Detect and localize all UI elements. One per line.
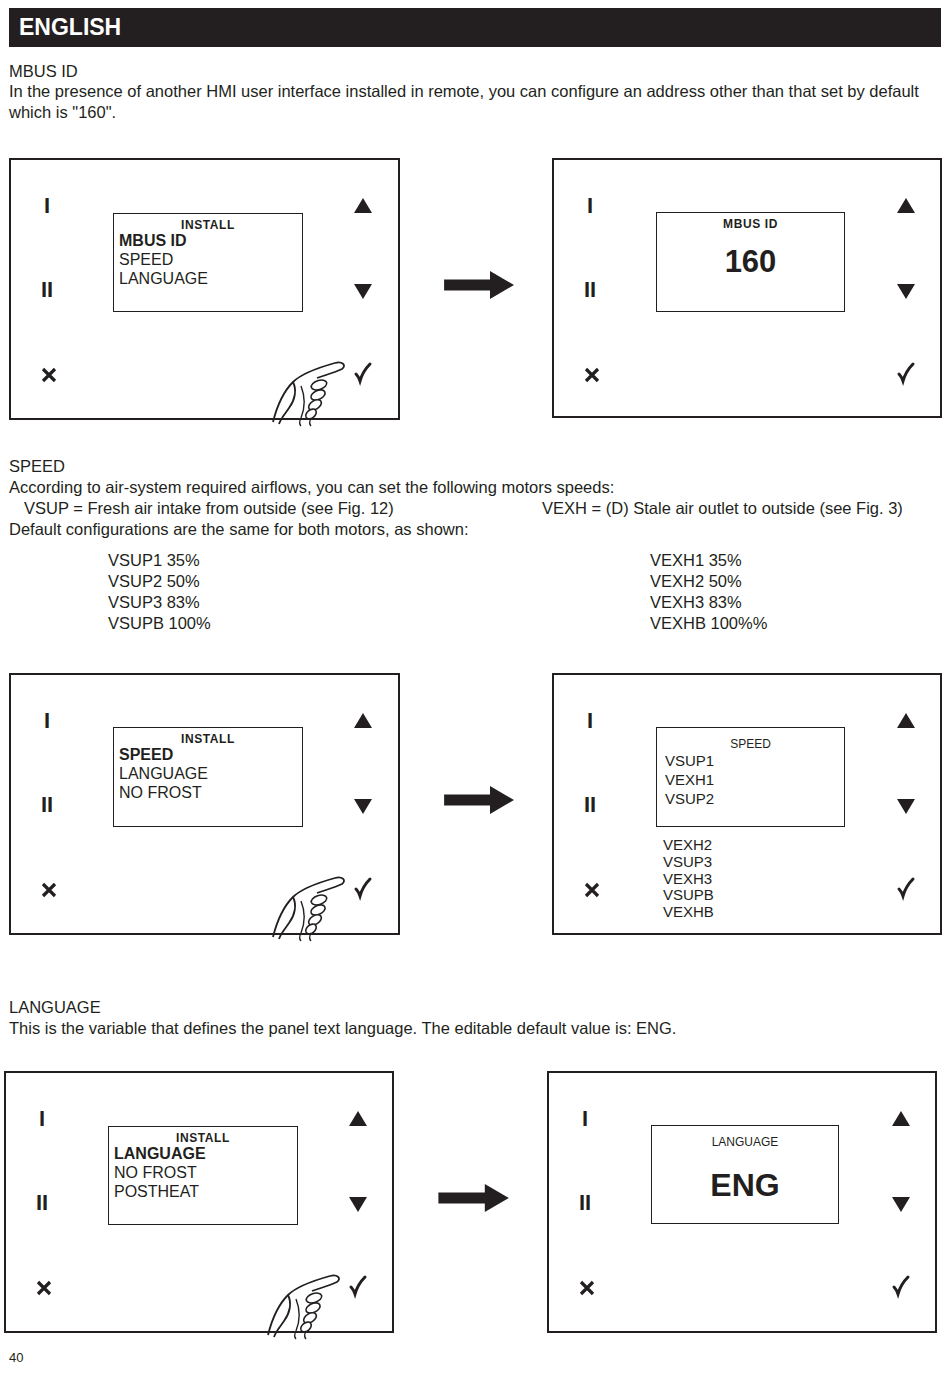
flow-arrow: [444, 271, 514, 299]
menu-item: VSUPB: [663, 886, 714, 903]
button-icon: [586, 369, 598, 381]
display-screen: SPEEDVSUP1VEXH1VSUP2: [656, 727, 845, 827]
button-icon: [354, 799, 372, 814]
menu-item: LANGUAGE: [119, 764, 208, 783]
button-icon: [899, 879, 913, 896]
button-icon: [897, 799, 915, 814]
display-screen: MBUS ID 160: [656, 212, 845, 312]
text-label: VSUP = Fresh air intake from outside (se…: [24, 498, 394, 519]
button-icon: [354, 198, 372, 213]
button-label: I: [587, 193, 593, 219]
button-icon: [897, 284, 915, 299]
screen-value: ENG: [652, 1167, 838, 1203]
control-panel: IIIINSTALLSPEEDLANGUAGENO FROST: [9, 673, 400, 935]
screen-heading: INSTALL: [114, 732, 302, 746]
button-icon: [349, 1197, 367, 1212]
screen-heading: SPEED: [657, 737, 844, 751]
button-label: II: [41, 277, 53, 303]
hand-icon: [268, 1275, 339, 1339]
button-icon: [351, 1277, 365, 1294]
menu-item: VSUP3: [663, 853, 712, 870]
button-icon: [897, 198, 915, 213]
text-label: LANGUAGE: [9, 997, 101, 1018]
menu-item: VEXH3: [663, 870, 712, 887]
menu-item: MBUS ID: [119, 231, 187, 250]
button-icon: [43, 884, 55, 896]
text-label: VSUPB 100%: [108, 613, 211, 634]
display-screen: INSTALLMBUS IDSPEEDLANGUAGE: [113, 213, 303, 312]
text-label: VSUP2 50%: [108, 571, 200, 592]
screen-heading: LANGUAGE: [652, 1135, 838, 1149]
text-label: VEXH1 35%: [650, 550, 742, 571]
button-icon: [349, 1111, 367, 1126]
button-label: II: [41, 792, 53, 818]
button-icon: [43, 369, 55, 381]
menu-item: VSUP1: [665, 751, 714, 770]
button-icon: [892, 1111, 910, 1126]
button-icon: [897, 713, 915, 728]
text-label: VEXH = (D) Stale air outlet to outside (…: [542, 498, 903, 519]
text-label: VEXH3 83%: [650, 592, 742, 613]
text-label: VEXH2 50%: [650, 571, 742, 592]
button-icon: [586, 884, 598, 896]
text-label: SPEED: [9, 456, 65, 477]
button-icon: [581, 1282, 593, 1294]
display-screen: LANGUAGE ENG: [651, 1125, 839, 1224]
text-label: VSUP1 35%: [108, 550, 200, 571]
page-title: ENGLISH: [9, 8, 941, 47]
text-label: 40: [9, 1350, 23, 1366]
button-label: I: [44, 193, 50, 219]
menu-item: SPEED: [119, 745, 173, 764]
button-label: I: [582, 1106, 588, 1132]
display-screen: INSTALLSPEEDLANGUAGENO FROST: [113, 727, 303, 827]
button-label: I: [44, 708, 50, 734]
screen-heading: INSTALL: [114, 218, 302, 232]
control-panel: IIIINSTALLMBUS IDSPEEDLANGUAGE: [9, 158, 400, 420]
menu-item: VSUP2: [665, 789, 714, 808]
control-panel: IIIINSTALLLANGUAGENO FROSTPOSTHEAT: [4, 1071, 394, 1333]
text-label: MBUS ID: [9, 61, 78, 82]
menu-item: LANGUAGE: [119, 269, 208, 288]
button-icon: [38, 1282, 50, 1294]
control-panel: IIILANGUAGEENG: [547, 1071, 937, 1333]
control-panel: IIIVEXH2VSUP3VEXH3VSUPBVEXHBSPEEDVSUP1VE…: [552, 673, 942, 935]
text-label: According to air-system required airflow…: [9, 477, 614, 498]
text-label: This is the variable that defines the pa…: [9, 1018, 944, 1039]
menu-item: VEXH2: [663, 836, 712, 853]
button-label: II: [579, 1190, 591, 1216]
menu-item: POSTHEAT: [114, 1182, 199, 1201]
button-label: I: [587, 708, 593, 734]
button-label: II: [36, 1190, 48, 1216]
button-label: II: [584, 277, 596, 303]
menu-item: SPEED: [119, 250, 173, 269]
title-bar: ENGLISH: [9, 8, 941, 47]
button-label: II: [584, 792, 596, 818]
button-icon: [356, 364, 370, 381]
screen-heading: INSTALL: [109, 1131, 297, 1145]
hand-icon: [273, 362, 344, 426]
menu-item: NO FROST: [119, 783, 202, 802]
text-label: VSUP3 83%: [108, 592, 200, 613]
screen-value: 160: [657, 244, 844, 279]
button-icon: [354, 284, 372, 299]
text-label: VEXHB 100%%: [650, 613, 767, 634]
menu-item: NO FROST: [114, 1163, 197, 1182]
screen-heading: MBUS ID: [657, 217, 844, 231]
button-icon: [892, 1197, 910, 1212]
menu-item: VEXHB: [663, 903, 714, 920]
text-label: Default configurations are the same for …: [9, 519, 469, 540]
flow-arrow: [438, 1184, 508, 1212]
hand-icon: [273, 877, 344, 941]
menu-item: LANGUAGE: [114, 1144, 206, 1163]
menu-item: VEXH1: [665, 770, 714, 789]
control-panel: IIIMBUS ID160: [552, 158, 942, 418]
button-icon: [356, 879, 370, 896]
button-icon: [354, 713, 372, 728]
button-icon: [899, 364, 913, 381]
flow-arrow: [444, 786, 514, 814]
display-screen: INSTALLLANGUAGENO FROSTPOSTHEAT: [108, 1126, 298, 1225]
button-icon: [894, 1277, 908, 1294]
button-label: I: [39, 1106, 45, 1132]
text-label: In the presence of another HMI user inte…: [9, 81, 944, 123]
